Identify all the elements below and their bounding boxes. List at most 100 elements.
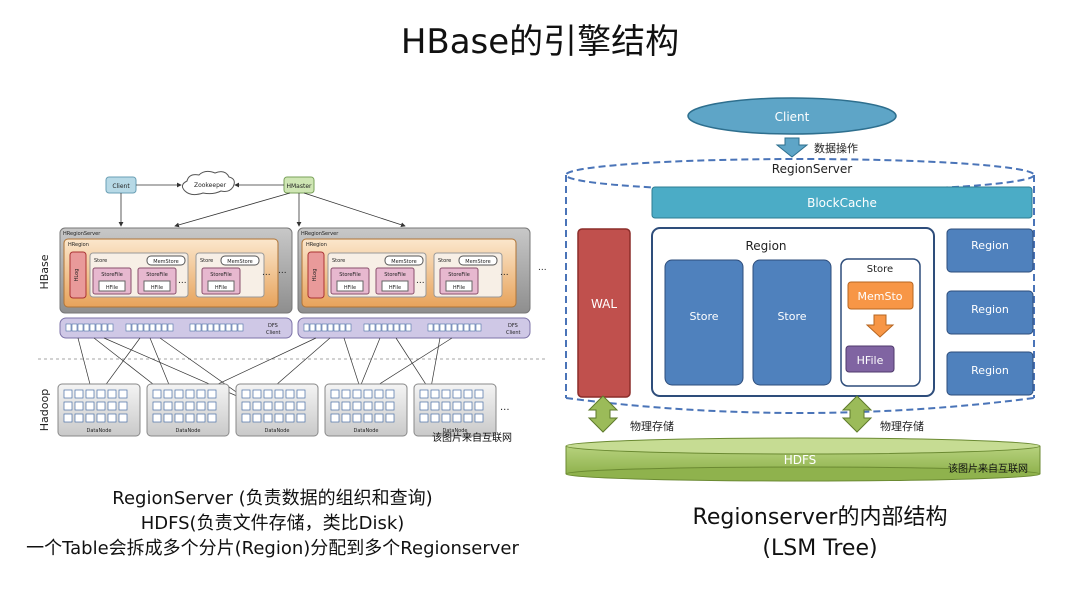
ellipsis: ... [500, 268, 509, 278]
region-side-3 [946, 351, 1034, 396]
dfs-client-2: DFS Client [297, 317, 531, 339]
caption-line: 一个Table会拆成多个分片(Region)分配到多个Regionserver [26, 538, 519, 559]
zookeeper-label: Zookeeper [194, 182, 227, 189]
dfs-client-label: DFS [508, 323, 518, 329]
double-arrow-icon [841, 395, 873, 433]
datanode-5: DataNode [413, 383, 497, 437]
datanode-3: DataNode [235, 383, 319, 437]
datanode-4: DataNode [324, 383, 408, 437]
hregionserver-label: HRegionServer [63, 231, 101, 237]
region-side-label: Region [971, 239, 1009, 252]
watermark-left: 该图片来自互联网 [432, 431, 512, 444]
hfile-label: HFile [151, 285, 163, 291]
hregion-label: HRegion [68, 242, 89, 248]
left-diagram: Client Zookeeper HMaster HBase Hadoop HR… [38, 170, 548, 444]
hdfs-cylinder [565, 437, 1041, 482]
datanode-label: DataNode [176, 428, 201, 434]
watermark-right: 该图片来自互联网 [948, 462, 1028, 475]
hbase-label: HBase [38, 254, 51, 289]
datanode-1: DataNode [57, 383, 141, 437]
hdfs-label: HDFS [784, 453, 817, 467]
hfile-label: HFile [215, 285, 227, 291]
ellipsis: ... [278, 266, 287, 276]
flush-arrow [865, 314, 895, 338]
dfs-client-label: DFS [268, 323, 278, 329]
ellipsis: ... [538, 263, 547, 273]
storefile-label: StoreFile [146, 272, 168, 278]
region-side-label: Region [971, 364, 1009, 377]
data-ops-label: 数据操作 [814, 141, 858, 155]
region-side-1 [946, 228, 1034, 273]
dfs-client-1: DFS Client [59, 317, 293, 339]
ellipsis: ... [178, 276, 187, 286]
storefile-label: StoreFile [210, 272, 232, 278]
region-side-2 [946, 290, 1034, 335]
datanode-label: DataNode [265, 428, 290, 434]
datanode-2: DataNode [146, 383, 230, 437]
store-label: Store [200, 258, 213, 264]
dfs-client-label: Client [506, 330, 521, 336]
hmaster-label: HMaster [286, 183, 312, 190]
data-ops-arrow [775, 137, 809, 158]
ellipsis: ... [416, 276, 425, 286]
ellipsis: ... [262, 268, 271, 278]
wal-box [577, 228, 631, 398]
wal-label: WAL [591, 297, 617, 311]
store-inner-title: Store [867, 264, 893, 275]
regionserver-label: RegionServer [772, 162, 852, 176]
hlog-label: HLog [74, 269, 80, 282]
store-box-2 [752, 259, 832, 386]
hfile-label: HFile [389, 285, 401, 291]
store-label: Store [689, 310, 718, 323]
storefile-label: StoreFile [101, 272, 123, 278]
hadoop-label: Hadoop [38, 389, 51, 431]
hfile-label: HFile [106, 285, 118, 291]
datanode-label: DataNode [87, 428, 112, 434]
client-label: Client [112, 183, 130, 190]
dfs-client-label: Client [266, 330, 281, 336]
caption-line: (LSM Tree) [762, 536, 878, 561]
hregionserver-label: HRegionServer [301, 231, 339, 237]
hfile-box [845, 345, 895, 373]
memstore-label: MemSto [858, 290, 903, 303]
hregionserver-2: HRegionServer HRegion HLog Store MemStor… [297, 227, 547, 314]
store-box-1 [664, 259, 744, 386]
memstore-box [847, 281, 914, 310]
storefile-label: StoreFile [339, 272, 361, 278]
hfile-label: HFile [344, 285, 356, 291]
store-label: Store [332, 258, 345, 264]
ellipsis: ... [500, 402, 510, 413]
store-label: Store [94, 258, 107, 264]
physical-storage-label: 物理存储 [880, 419, 924, 433]
blockcache-box [651, 186, 1033, 219]
client-ellipse [687, 97, 897, 135]
right-diagram: Client 数据操作 RegionServer BlockCache WAL … [565, 97, 1041, 482]
region-main-label: Region [745, 239, 786, 253]
right-caption: Regionserver的内部结构 (LSM Tree) [560, 502, 1080, 564]
storefile-label: StoreFile [384, 272, 406, 278]
datanode-label: DataNode [354, 428, 379, 434]
hlog-label: HLog [312, 269, 318, 282]
store-label: Store [777, 310, 806, 323]
memstore-label: MemStore [465, 259, 490, 265]
hfile-label: HFile [453, 285, 465, 291]
physical-storage-label: 物理存储 [630, 419, 674, 433]
hregionserver-1: HRegionServer HRegion HLog Store MemStor… [59, 227, 293, 314]
datanode-label: DataNode [443, 428, 468, 434]
blockcache-label: BlockCache [807, 196, 877, 210]
zookeeper-cloud [181, 170, 235, 196]
double-arrow-icon [587, 395, 619, 433]
memstore-label: MemStore [227, 259, 252, 265]
caption-line: RegionServer (负责数据的组织和查询) [112, 488, 433, 509]
caption-line: Regionserver的内部结构 [692, 505, 948, 530]
caption-line: HDFS(负责文件存储，类比Disk) [140, 513, 405, 534]
hfile-label: HFile [857, 354, 884, 367]
region-side-label: Region [971, 303, 1009, 316]
store-label: Store [438, 258, 451, 264]
left-caption: RegionServer (负责数据的组织和查询) HDFS(负责文件存储，类比… [0, 486, 545, 561]
hregion-label: HRegion [306, 242, 327, 248]
storefile-label: StoreFile [448, 272, 470, 278]
client-label: Client [775, 110, 810, 124]
memstore-label: MemStore [153, 259, 178, 265]
